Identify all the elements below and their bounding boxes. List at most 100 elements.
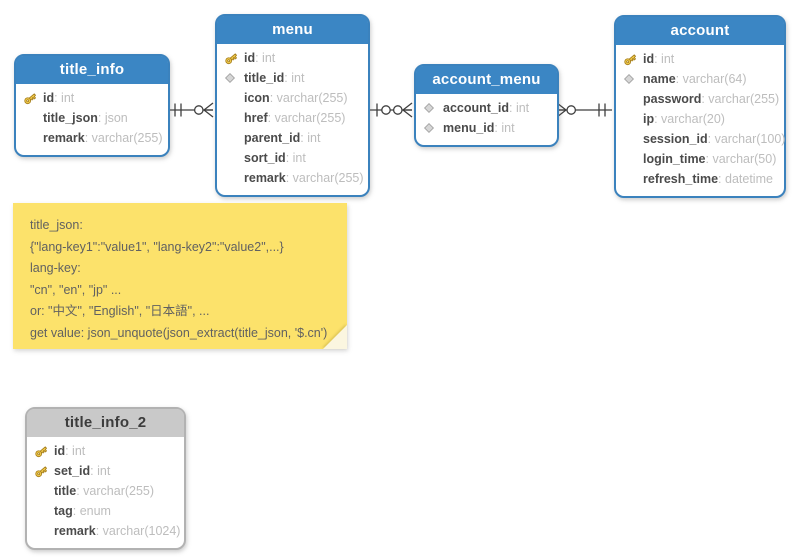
- field-row-account-session_id[interactable]: session_id: varchar(100): [623, 129, 785, 149]
- table-header-account_menu[interactable]: account_menu: [416, 66, 557, 94]
- field-row-title_info_2-remark[interactable]: remark: varchar(1024): [34, 521, 180, 541]
- field-type: : json: [97, 111, 128, 125]
- field-name: id: [43, 91, 55, 105]
- field-row-menu-remark[interactable]: remark: varchar(255): [224, 168, 364, 188]
- field-type: : varchar(20): [654, 112, 725, 126]
- field-row-account-refresh_time[interactable]: refresh_time: datetime: [623, 169, 780, 189]
- field-type: : varchar(255): [285, 171, 364, 185]
- field-row-account_menu-account_id[interactable]: account_id: int: [423, 98, 553, 118]
- note-line: lang-key:: [30, 261, 81, 275]
- field-row-menu-title_id[interactable]: title_id: int: [224, 68, 364, 88]
- field-row-menu-sort_id[interactable]: sort_id: int: [224, 148, 364, 168]
- field-type: : int: [285, 151, 306, 165]
- field-name: icon: [244, 91, 270, 105]
- field-type: : enum: [72, 504, 111, 518]
- note-fold-corner: [323, 325, 347, 349]
- table-header-title_info[interactable]: title_info: [16, 56, 168, 84]
- field-type: : varchar(255): [76, 484, 155, 498]
- field-type: : int: [65, 444, 86, 458]
- field-type: : int: [509, 101, 530, 115]
- key-icon: [34, 464, 54, 479]
- field-name: set_id: [54, 464, 91, 478]
- sticky-note[interactable]: title_json: {"lang-key1":"value1", "lang-…: [13, 203, 347, 349]
- field-row-title_info-title_json[interactable]: title_json: json: [23, 108, 164, 128]
- field-type: : varchar(255): [84, 131, 163, 145]
- field-name: account_id: [443, 101, 509, 115]
- field-type: : int: [300, 131, 321, 145]
- field-name: title_id: [244, 71, 285, 85]
- field-type: : int: [654, 52, 675, 66]
- field-row-menu-icon[interactable]: icon: varchar(255): [224, 88, 364, 108]
- table-header-title_info_2[interactable]: title_info_2: [27, 409, 184, 437]
- field-type: : varchar(255): [269, 91, 348, 105]
- field-row-title_info_2-tag[interactable]: tag: enum: [34, 501, 180, 521]
- field-name: href: [244, 111, 268, 125]
- field-row-account-login_time[interactable]: login_time: varchar(50): [623, 149, 780, 169]
- key-icon: [23, 91, 43, 106]
- note-line: {"lang-key1":"value1", "lang-key2":"valu…: [30, 239, 284, 254]
- field-type: : varchar(255): [267, 111, 346, 125]
- relationship-account_menu-account[interactable]: [556, 102, 612, 118]
- field-type: : varchar(100): [707, 132, 786, 146]
- field-type: : varchar(50): [705, 152, 777, 166]
- field-row-account-ip[interactable]: ip: varchar(20): [623, 109, 780, 129]
- field-row-account_menu-menu_id[interactable]: menu_id: int: [423, 118, 553, 138]
- key-icon: [224, 51, 244, 66]
- field-name: menu_id: [443, 121, 495, 135]
- field-type: : int: [255, 51, 276, 65]
- relationship-title_info-menu[interactable]: [168, 102, 214, 118]
- field-row-title_info_2-id[interactable]: id: int: [34, 441, 180, 461]
- field-row-account-name[interactable]: name: varchar(64): [623, 69, 780, 89]
- field-row-title_info_2-set_id[interactable]: set_id: int: [34, 461, 180, 481]
- field-name: name: [643, 72, 676, 86]
- diamond-icon: [224, 72, 244, 84]
- field-row-account-password[interactable]: password: varchar(255): [623, 89, 780, 109]
- field-type: : int: [494, 121, 515, 135]
- field-name: remark: [54, 524, 96, 538]
- field-row-account-id[interactable]: id: int: [623, 49, 780, 69]
- field-name: session_id: [643, 132, 708, 146]
- field-row-title_info-id[interactable]: id: int: [23, 88, 164, 108]
- field-name: tag: [54, 504, 73, 518]
- field-row-menu-href[interactable]: href: varchar(255): [224, 108, 364, 128]
- field-type: : datetime: [718, 172, 773, 186]
- relationship-menu-account_menu[interactable]: [368, 102, 413, 118]
- table-header-menu[interactable]: menu: [217, 16, 368, 44]
- field-row-menu-parent_id[interactable]: parent_id: int: [224, 128, 364, 148]
- field-row-title_info_2-title[interactable]: title: varchar(255): [34, 481, 180, 501]
- field-type: : int: [284, 71, 305, 85]
- note-line: get value: json_unquote(json_extract(tit…: [30, 325, 328, 340]
- field-name: title_json: [43, 111, 98, 125]
- field-name: id: [643, 52, 655, 66]
- key-icon: [623, 52, 643, 67]
- field-row-menu-id[interactable]: id: int: [224, 48, 364, 68]
- field-name: id: [54, 444, 66, 458]
- diamond-icon: [623, 73, 643, 85]
- field-type: : int: [90, 464, 111, 478]
- field-name: refresh_time: [643, 172, 719, 186]
- field-row-title_info-remark[interactable]: remark: varchar(255): [23, 128, 164, 148]
- field-name: login_time: [643, 152, 706, 166]
- key-icon: [34, 444, 54, 459]
- field-type: : varchar(255): [701, 92, 780, 106]
- diamond-icon: [423, 122, 443, 134]
- diamond-icon: [423, 102, 443, 114]
- note-line: "cn", "en", "jp" ...: [30, 282, 122, 297]
- field-name: ip: [643, 112, 655, 126]
- note-text-block: title_json: {"lang-key1":"value1", "lang-…: [13, 203, 347, 344]
- note-line: title_json:: [30, 218, 83, 232]
- field-type: : int: [54, 91, 75, 105]
- table-header-account[interactable]: account: [616, 17, 784, 45]
- field-name: parent_id: [244, 131, 301, 145]
